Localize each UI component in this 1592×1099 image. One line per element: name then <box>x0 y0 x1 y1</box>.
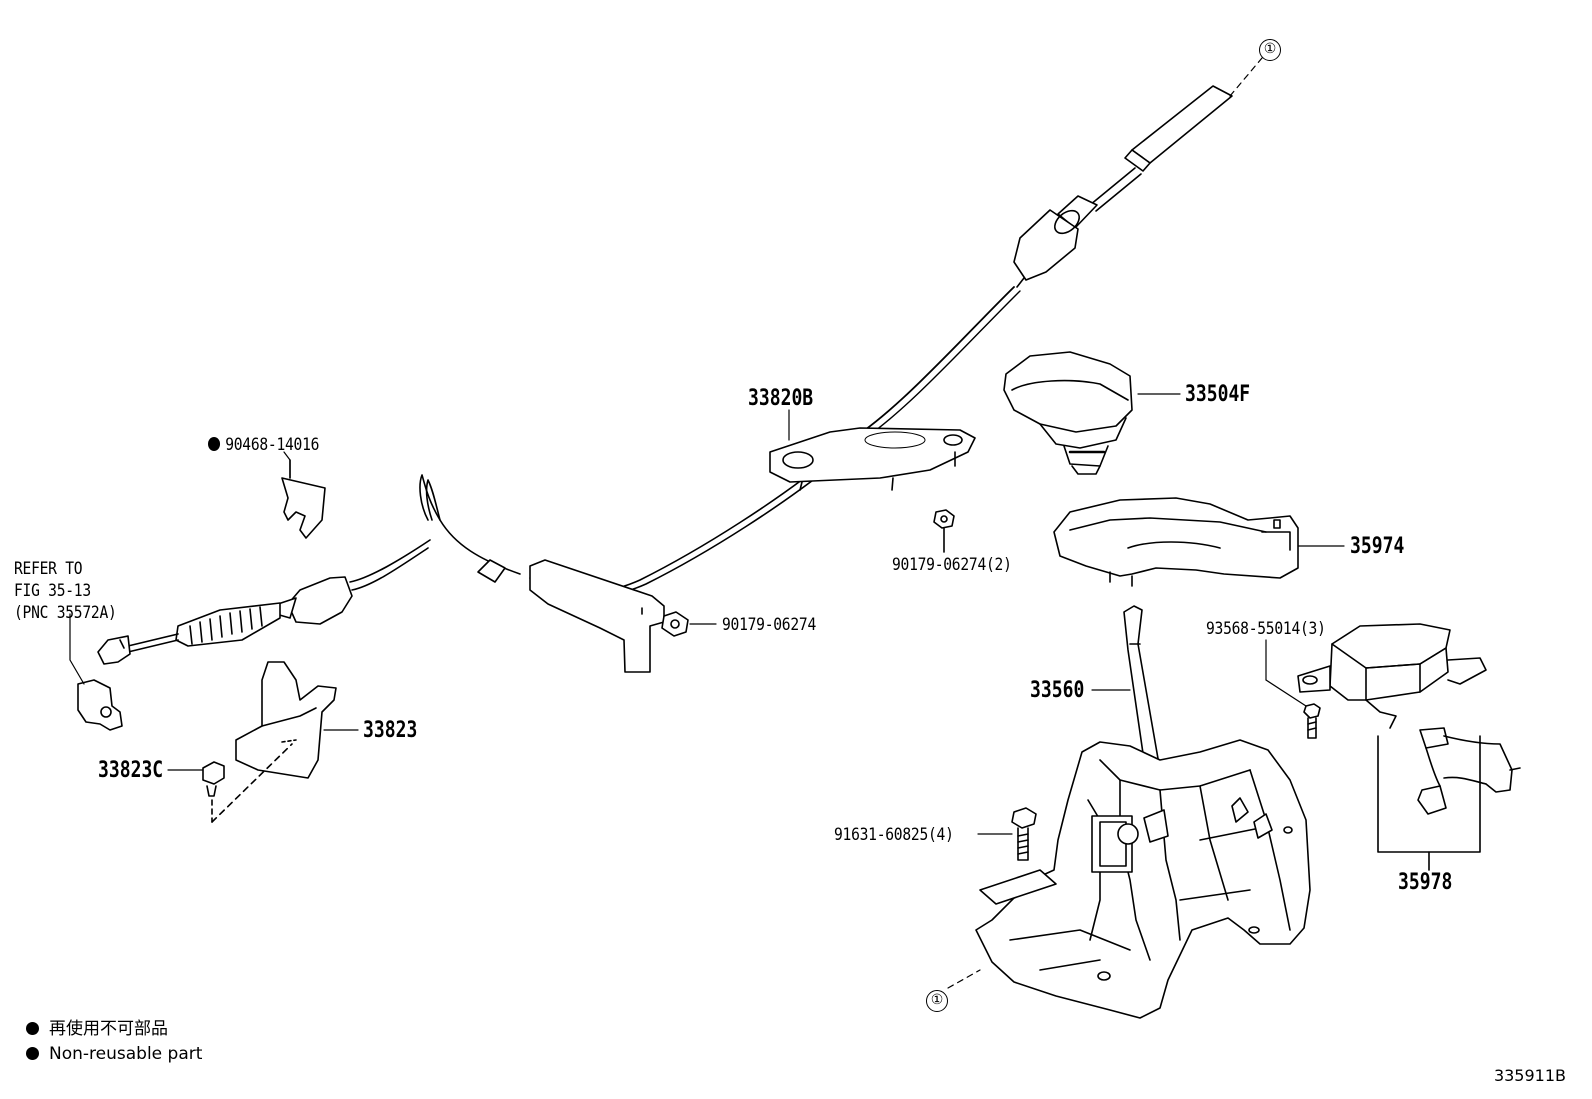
cable-bracket-plate <box>769 427 976 491</box>
label-35974: 35974 <box>1350 534 1405 559</box>
label-91631-60825-4: 91631-60825(4) <box>834 825 954 845</box>
leader-lines <box>69 57 1345 989</box>
filled-dot-icon <box>26 1047 39 1060</box>
cable-retainer <box>235 661 337 779</box>
legend-japanese: 再使用不可部品 <box>26 1019 168 1039</box>
label-90468-14016: 90468-14016 <box>208 436 319 454</box>
label-33823: 33823 <box>363 718 418 743</box>
label-93568-55014-3: 93568-55014(3) <box>1206 619 1326 639</box>
shift-knob <box>1003 351 1133 475</box>
label-90179-06274: 90179-06274 <box>722 615 816 635</box>
clip-part-number: 90468-14016 <box>225 435 320 455</box>
control-cable <box>97 85 1233 673</box>
filled-dot-icon <box>26 1022 39 1035</box>
position-indicator <box>1297 623 1521 871</box>
label-33820B: 33820B <box>748 386 814 411</box>
shift-lever-rod <box>1123 605 1161 775</box>
figure-number: 335911B <box>1493 1066 1566 1085</box>
callout-1-top: ① <box>1259 39 1281 61</box>
lock-clip <box>281 459 326 539</box>
refer-note-line-2: FIG 35-13 <box>14 581 91 601</box>
non-reusable-dot-icon <box>208 437 221 451</box>
shift-lever-housing-cover <box>1053 497 1299 587</box>
label-33823C: 33823C <box>98 758 164 783</box>
assembly-bolt <box>1011 807 1037 861</box>
callout-1-bottom: ① <box>926 990 948 1012</box>
label-90179-06274-2: 90179-06274(2) <box>892 555 1012 575</box>
label-35978: 35978 <box>1398 870 1453 895</box>
nut-pair <box>933 509 955 553</box>
refer-note-line-3: (PNC 35572A) <box>14 603 117 623</box>
shift-lever-assembly <box>975 739 1311 1019</box>
legend-english: Non-reusable part <box>26 1044 202 1064</box>
shift-lever-sensor <box>77 679 123 731</box>
refer-note-line-1: REFER TO <box>14 559 83 579</box>
indicator-screw <box>1303 703 1321 739</box>
retainer-bolt <box>202 743 293 823</box>
label-33560: 33560 <box>1030 678 1085 703</box>
legend-english-text: Non-reusable part <box>49 1044 203 1064</box>
legend-japanese-text: 再使用不可部品 <box>49 1019 168 1039</box>
label-33504F: 33504F <box>1185 382 1251 407</box>
nut-single <box>661 611 689 637</box>
